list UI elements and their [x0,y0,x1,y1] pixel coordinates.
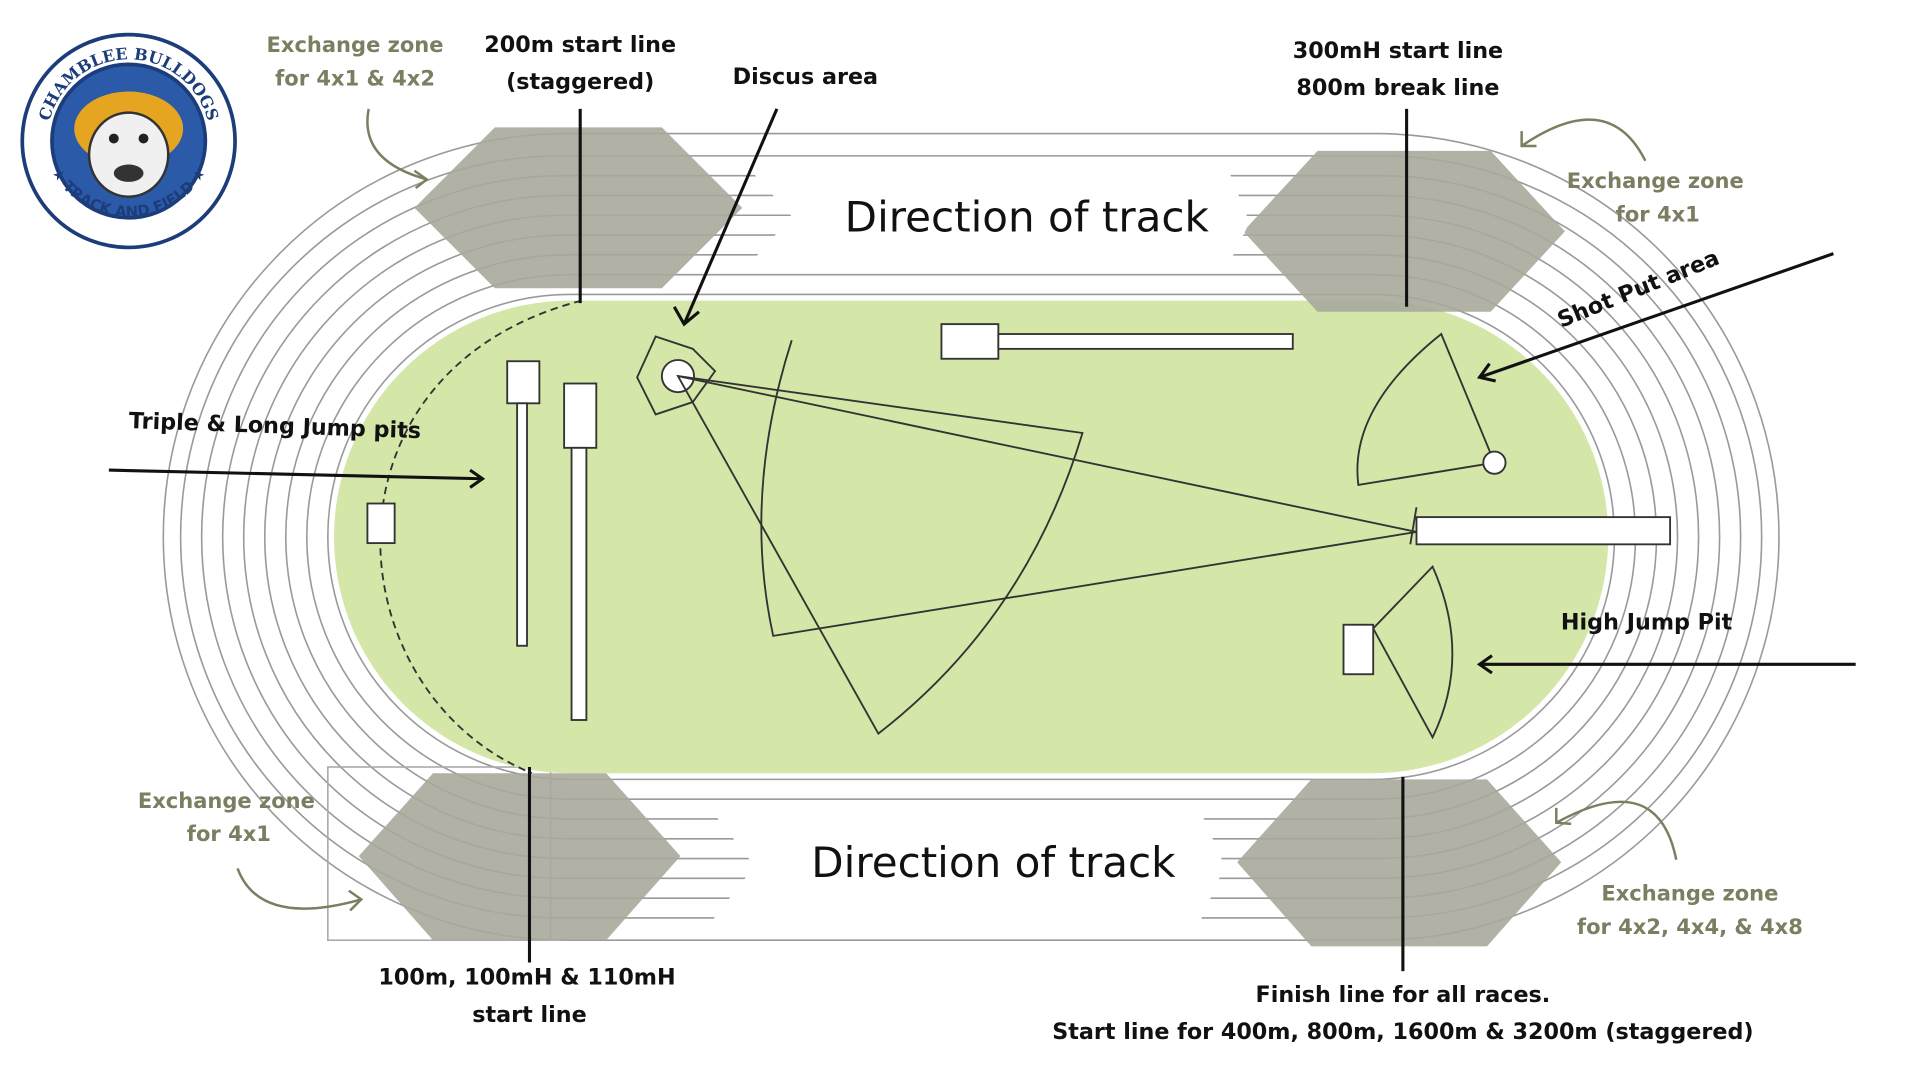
label-high-jump-pit: High Jump Pit [1561,610,1733,636]
direction-banner-top [742,160,1250,273]
curved-arrows [236,108,1678,912]
direction-banner-bottom [711,810,1225,922]
direction-bottom: Direction of track [811,838,1176,887]
label-discus-area: Discus area [733,64,878,90]
infield [334,300,1609,774]
chamblee-bulldogs-logo: CHAMBLEE BULLDOGS ★ TRACK AND FIELD ★ [20,32,237,250]
label-shot-put-area: Shot Put area [1554,245,1723,334]
label-200m-start: 200m start line(staggered) [484,32,676,95]
pointer-lines [108,108,1856,972]
field-events [366,323,1672,740]
label-finish-line: Finish line for all races.Start line for… [1052,982,1753,1045]
exchange-zones [358,127,1565,947]
direction-top: Direction of track [845,192,1210,241]
